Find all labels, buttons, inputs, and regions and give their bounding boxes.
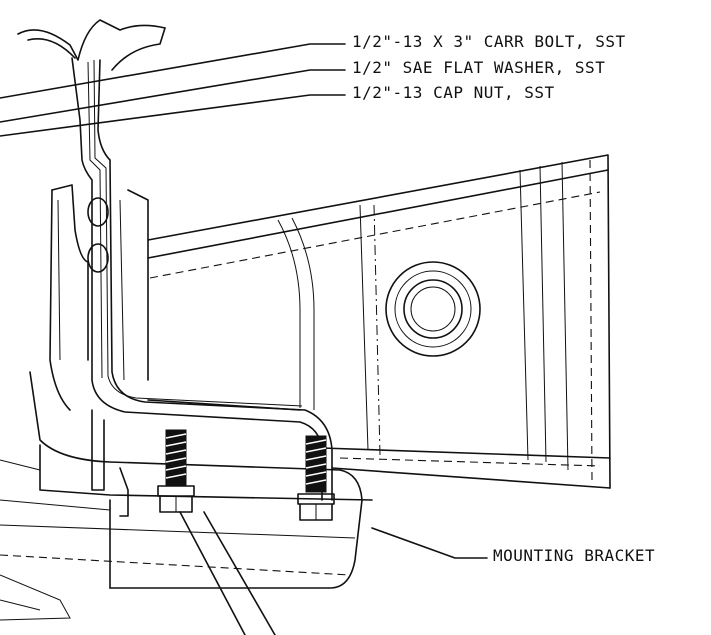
carriage-bolt-right [297,435,335,521]
carriage-bolt-left [157,429,195,513]
bolt-callout-label: 1/2"-13 X 3" CARR BOLT, SST [352,32,626,51]
nut-callout-label: 1/2"-13 CAP NUT, SST [352,83,555,102]
mounting-bracket-plate [0,371,373,621]
bracket-callout-label: MOUNTING BRACKET [493,546,656,565]
leader-lines [0,43,488,559]
frame-channel [147,154,611,489]
washer-callout-label: 1/2" SAE FLAT WASHER, SST [352,58,606,77]
mounting-arm [17,19,333,501]
diagonal-strut [179,511,276,635]
frame-hole [385,261,481,357]
